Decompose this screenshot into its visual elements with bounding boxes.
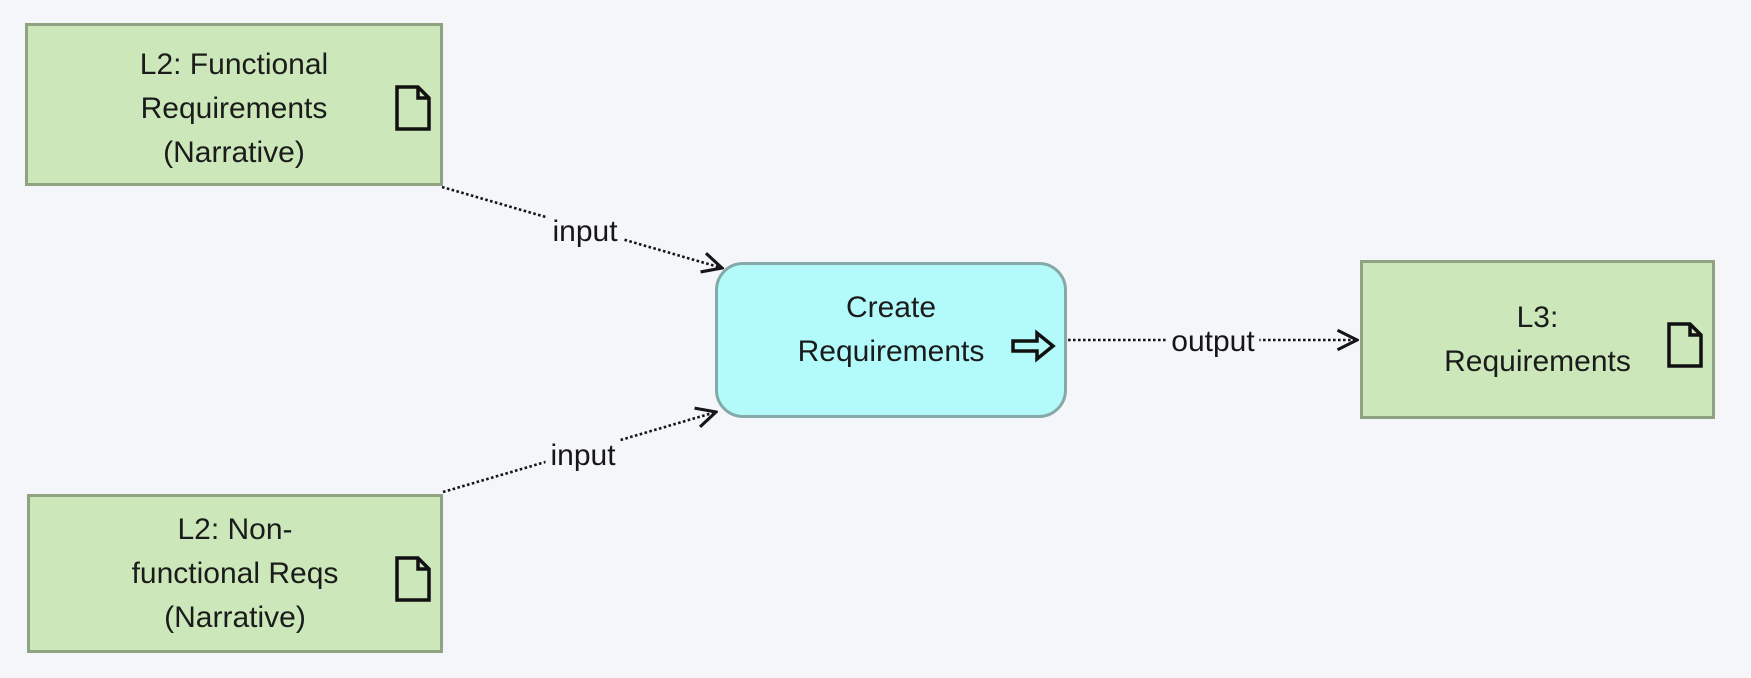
node-label: L2: Functional Requirements (Narrative): [139, 47, 329, 169]
node-label: Create Requirements: [797, 291, 985, 368]
document-icon: [1666, 277, 1704, 382]
process-arrow-icon: [1010, 285, 1056, 376]
node-label: L3: Requirements: [1444, 300, 1631, 378]
document-icon: [394, 511, 432, 616]
node-l2-functional-requirements[interactable]: L2: Functional Requirements (Narrative): [25, 23, 443, 186]
node-label: L2: Non- functional Reqs (Narrative): [131, 512, 339, 634]
edge-label-output[interactable]: output: [1166, 325, 1260, 359]
node-l3-requirements[interactable]: L3: Requirements: [1360, 260, 1715, 419]
node-create-requirements[interactable]: Create Requirements: [715, 262, 1067, 418]
node-l2-nonfunctional-reqs[interactable]: L2: Non- functional Reqs (Narrative): [27, 494, 443, 653]
edge-label-input-top[interactable]: input: [547, 215, 623, 249]
edge-label-input-bottom[interactable]: input: [545, 439, 621, 473]
document-icon: [394, 40, 432, 145]
